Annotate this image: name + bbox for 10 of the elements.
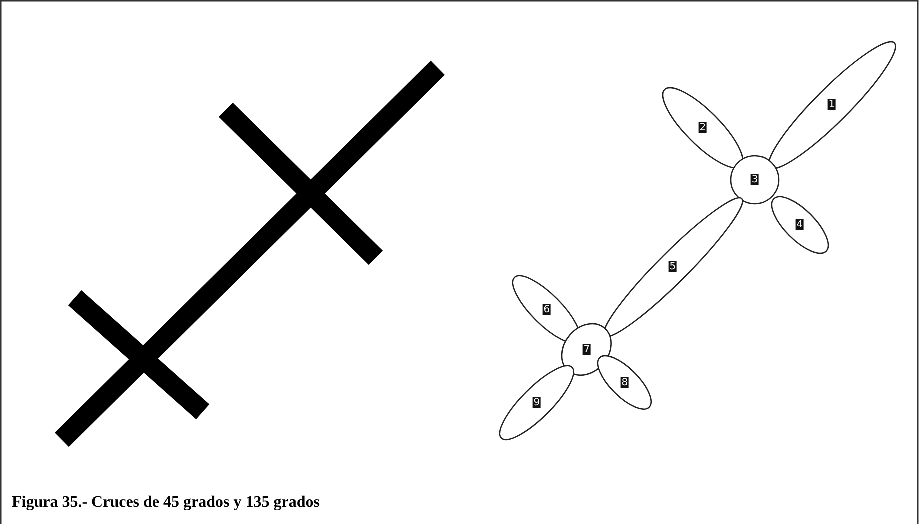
callout-number: 6 bbox=[542, 304, 552, 316]
callout-number: 5 bbox=[668, 261, 678, 272]
callout-number: 3 bbox=[750, 174, 760, 186]
callout-number: 9 bbox=[532, 397, 542, 408]
callout-number: 7 bbox=[582, 344, 592, 356]
figure-caption: Figura 35.- Cruces de 45 grados y 135 grados bbox=[12, 494, 320, 512]
callout-number: 2 bbox=[698, 122, 708, 134]
callout-number: 1 bbox=[828, 99, 836, 110]
callout-number: 8 bbox=[620, 377, 630, 388]
callout-number: 4 bbox=[796, 219, 804, 230]
